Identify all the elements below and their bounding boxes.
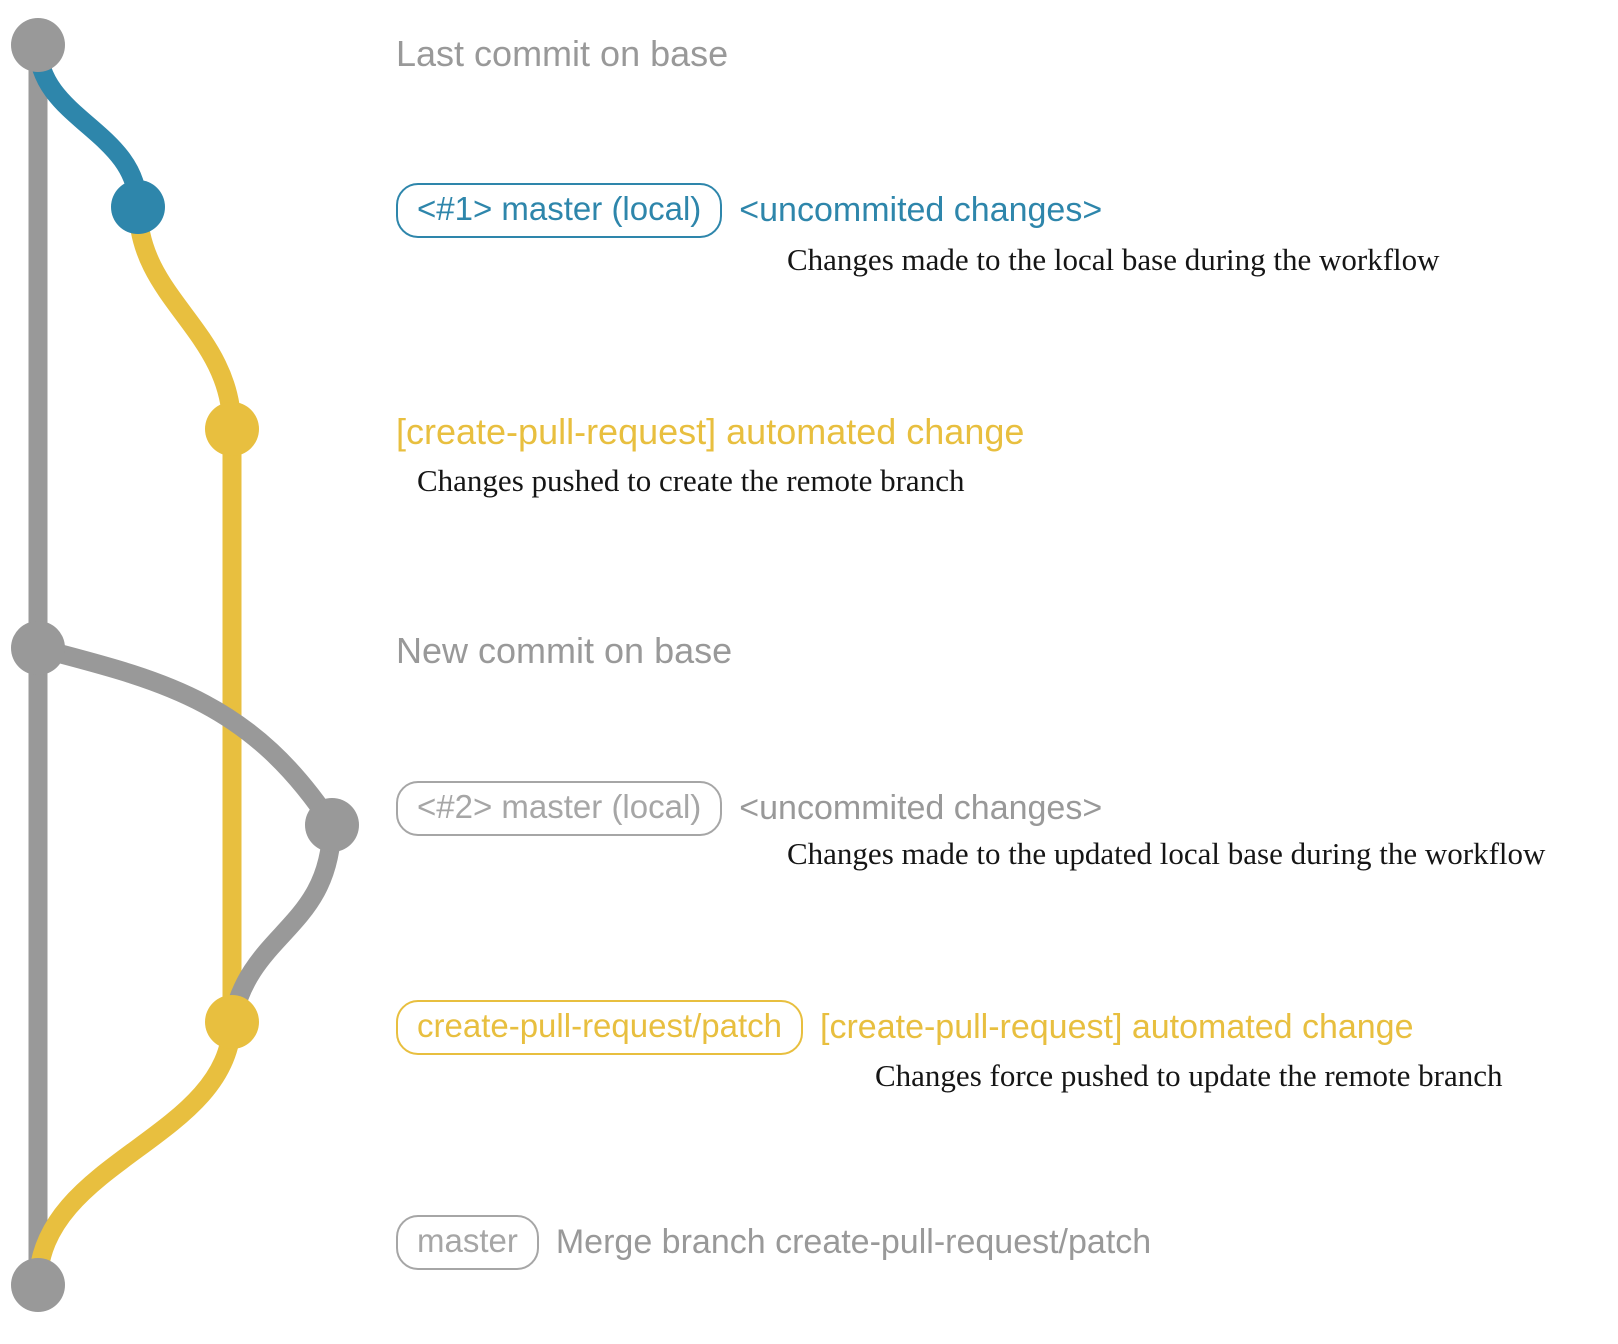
badge-master-local-2[interactable]: <#2> master (local) [396, 781, 723, 836]
headline-new-commit-on-base: New commit on base [396, 630, 733, 671]
commit-node-local-2[interactable] [305, 798, 359, 852]
badge-master[interactable]: master [396, 1215, 539, 1270]
row-local-1: <#1> master (local) <uncommited changes> [396, 183, 1102, 238]
commit-node-base-last[interactable] [11, 18, 65, 72]
row-local-2: <#2> master (local) <uncommited changes> [396, 781, 1102, 836]
commit-node-merge[interactable] [11, 1258, 65, 1312]
badge-create-pull-request-patch[interactable]: create-pull-request/patch [396, 1000, 804, 1055]
commit-message-patch-2: [create-pull-request] automated change [820, 1007, 1414, 1046]
description-patch-2: Changes force pushed to update the remot… [875, 1058, 1503, 1093]
edge-patch2-to-merge [28, 1012, 242, 1295]
badge-master-local-1[interactable]: <#1> master (local) [396, 183, 723, 238]
row-patch-2: create-pull-request/patch [create-pull-r… [396, 1000, 1414, 1055]
row-merge: master Merge branch create-pull-request/… [396, 1215, 1151, 1270]
edge-local2-to-patch2 [222, 815, 342, 1032]
edge-basenew-to-local2 [28, 638, 342, 835]
commit-message-merge: Merge branch create-pull-request/patch [555, 1222, 1152, 1261]
edge-local1-to-patch1 [128, 197, 242, 439]
commit-message-local-1: <uncommited changes> [739, 190, 1103, 229]
commit-node-patch-1[interactable] [205, 402, 259, 456]
description-local-2: Changes made to the updated local base d… [787, 836, 1546, 871]
commit-node-patch-2[interactable] [205, 995, 259, 1049]
description-patch-1: Changes pushed to create the remote bran… [417, 463, 965, 498]
headline-last-commit-on-base: Last commit on base [396, 33, 729, 74]
commit-node-base-new[interactable] [11, 621, 65, 675]
commit-message-patch-1: [create-pull-request] automated change [396, 411, 1025, 452]
commit-message-local-2: <uncommited changes> [739, 788, 1103, 827]
commit-node-local-1[interactable] [111, 180, 165, 234]
description-local-1: Changes made to the local base during th… [787, 242, 1440, 277]
